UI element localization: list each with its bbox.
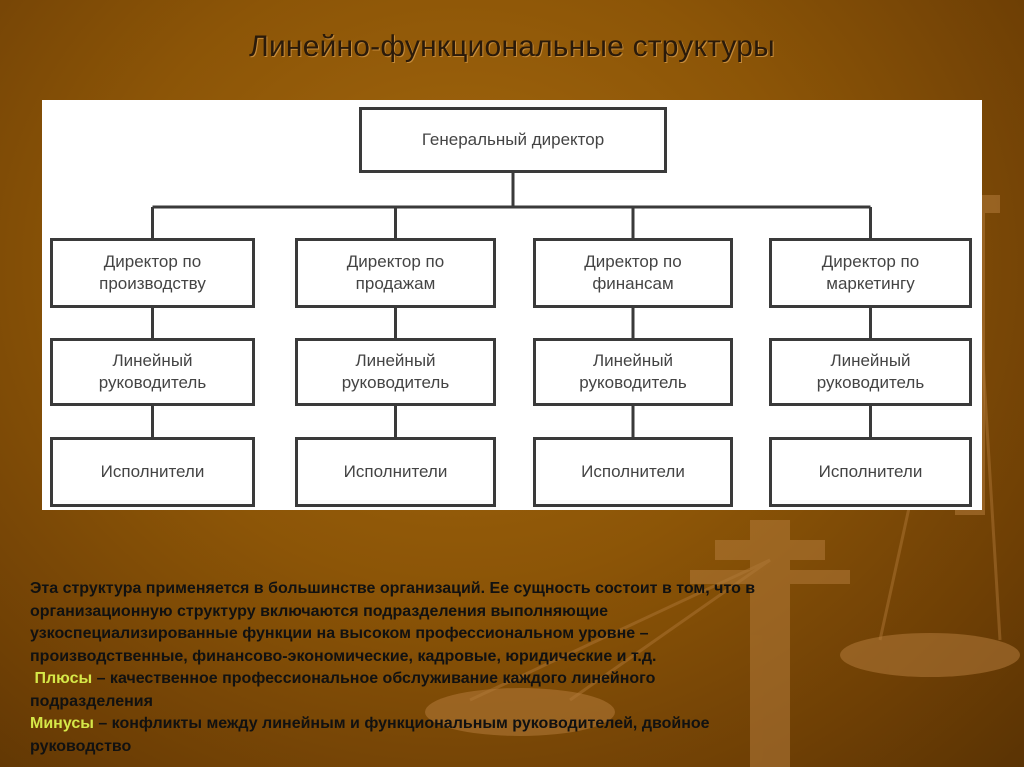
description-line: узкоспециализированные функции на высоко…: [30, 625, 649, 642]
cons-text: – конфликты между линейным и функциональ…: [93, 715, 710, 732]
slide-title: Линейно-функциональные структуры: [249, 30, 775, 63]
node-director-production: Директор по производству: [50, 238, 255, 308]
node-director-sales: Директор по продажам: [295, 238, 496, 308]
pros-line: Плюсы – качественное профессиональное об…: [30, 668, 1000, 691]
node-performers: Исполнители: [50, 437, 255, 507]
pros-label: Плюсы: [34, 670, 93, 687]
node-performers: Исполнители: [769, 437, 972, 507]
node-general-director: Генеральный директор: [359, 107, 667, 173]
description-text: Эта структура применяется в большинстве …: [30, 578, 1000, 758]
cons-line-continued: руководство: [30, 737, 132, 755]
node-line-manager: Линейный руководитель: [769, 338, 972, 406]
pros-line-continued: подразделения: [30, 692, 153, 710]
description-line: организационную структуру включаются под…: [30, 602, 609, 620]
node-director-finance: Директор по финансам: [533, 238, 733, 308]
node-line-manager: Линейный руководитель: [533, 338, 733, 406]
node-director-marketing: Директор по маркетингу: [769, 238, 972, 308]
description-line: производственные, финансово-экономически…: [30, 647, 657, 665]
pros-text: – качественное профессиональное обслужив…: [92, 670, 656, 687]
org-chart-connectors: [151, 173, 872, 437]
org-chart: Генеральный директор Директор по произво…: [42, 100, 982, 510]
cons-label: Минусы: [30, 715, 94, 732]
node-line-manager: Линейный руководитель: [50, 338, 255, 406]
node-line-manager: Линейный руководитель: [295, 338, 496, 406]
cons-line: Минусы – конфликты между линейным и функ…: [30, 713, 1000, 736]
description-line: Эта структура применяется в большинстве …: [30, 580, 756, 597]
node-performers: Исполнители: [295, 437, 496, 507]
node-performers: Исполнители: [533, 437, 733, 507]
